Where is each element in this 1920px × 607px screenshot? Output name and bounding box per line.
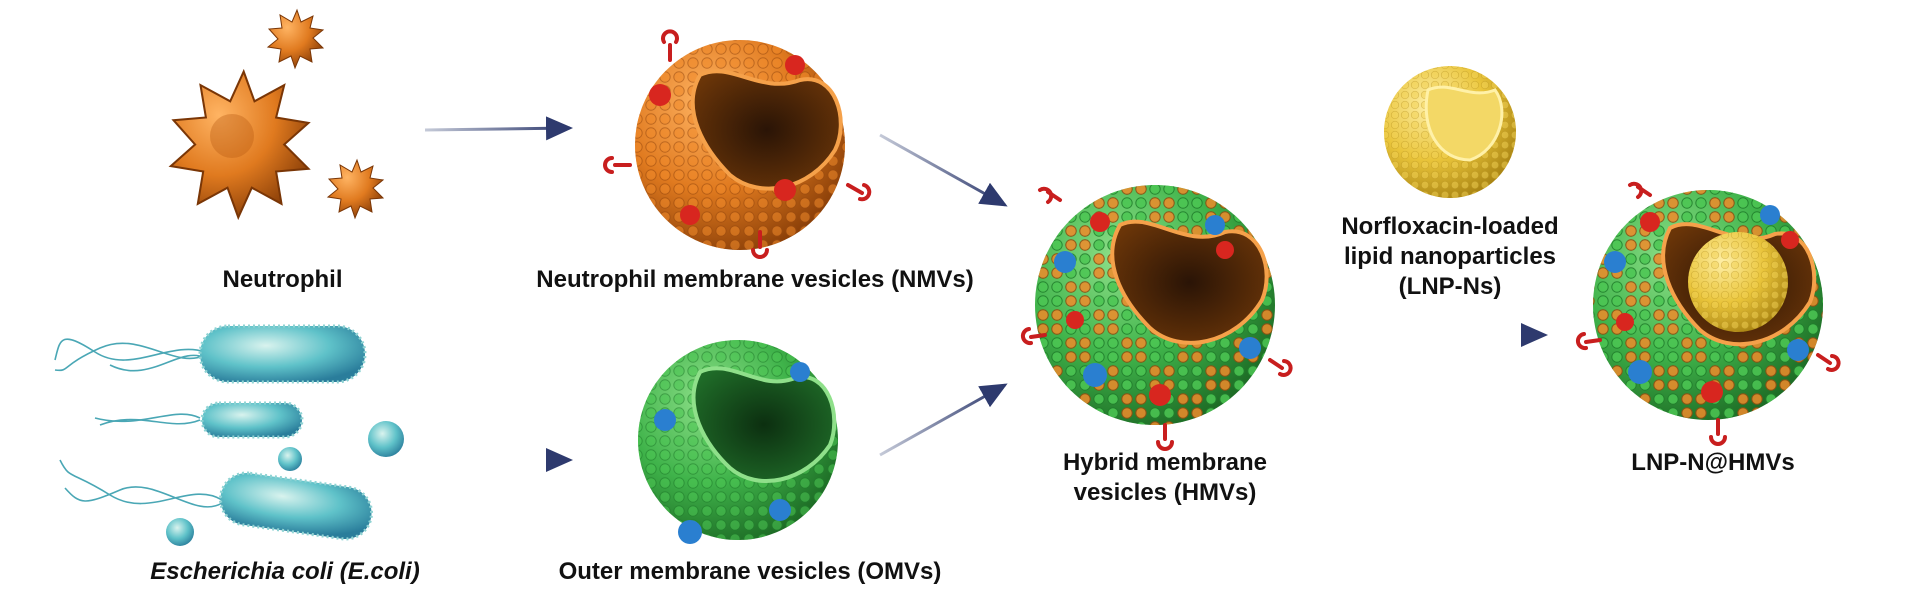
lnp-label-line1: Norfloxacin-loaded: [1341, 213, 1559, 240]
lnp-label-line2: lipid nanoparticles: [1343, 243, 1557, 270]
arrow-omv-to-hmv: [879, 383, 1008, 457]
hmvs-label-line2: vesicles (HMVs): [1073, 479, 1257, 506]
hmvs-label: Hybrid membrane vesicles (HMVs): [1045, 448, 1285, 508]
nmvs-label: Neutrophil membrane vesicles (NMVs): [536, 266, 974, 293]
product-label: LNP-N@HMVs: [1631, 449, 1795, 476]
arrow-neutrophil-to-nmv: [424, 116, 573, 141]
hmvs-label-line1: Hybrid membrane: [1062, 449, 1268, 476]
arrow-nmv-to-hmv: [879, 133, 1008, 207]
neutrophil-cell-icon: [168, 8, 385, 221]
lnp-hmv-vesicle-icon: [1575, 181, 1841, 446]
lnp-label-line3: (LNP-Ns): [1398, 273, 1502, 300]
arrows: [424, 116, 1548, 472]
neutrophil-label: Neutrophil: [222, 266, 343, 293]
hmv-vesicle-icon: [1020, 185, 1293, 451]
nmv-vesicle-icon: [603, 29, 872, 259]
omv-vesicle-icon: [638, 340, 838, 544]
omvs-label: Outer membrane vesicles (OMVs): [558, 558, 942, 585]
lnp-label: Norfloxacin-loaded lipid nanoparticles (…: [1305, 212, 1595, 302]
lipid-nanoparticle-icon: [1384, 66, 1516, 198]
ecoli-label: Escherichia coli (E.coli): [150, 558, 420, 585]
bacteria-icon: [54, 324, 404, 546]
